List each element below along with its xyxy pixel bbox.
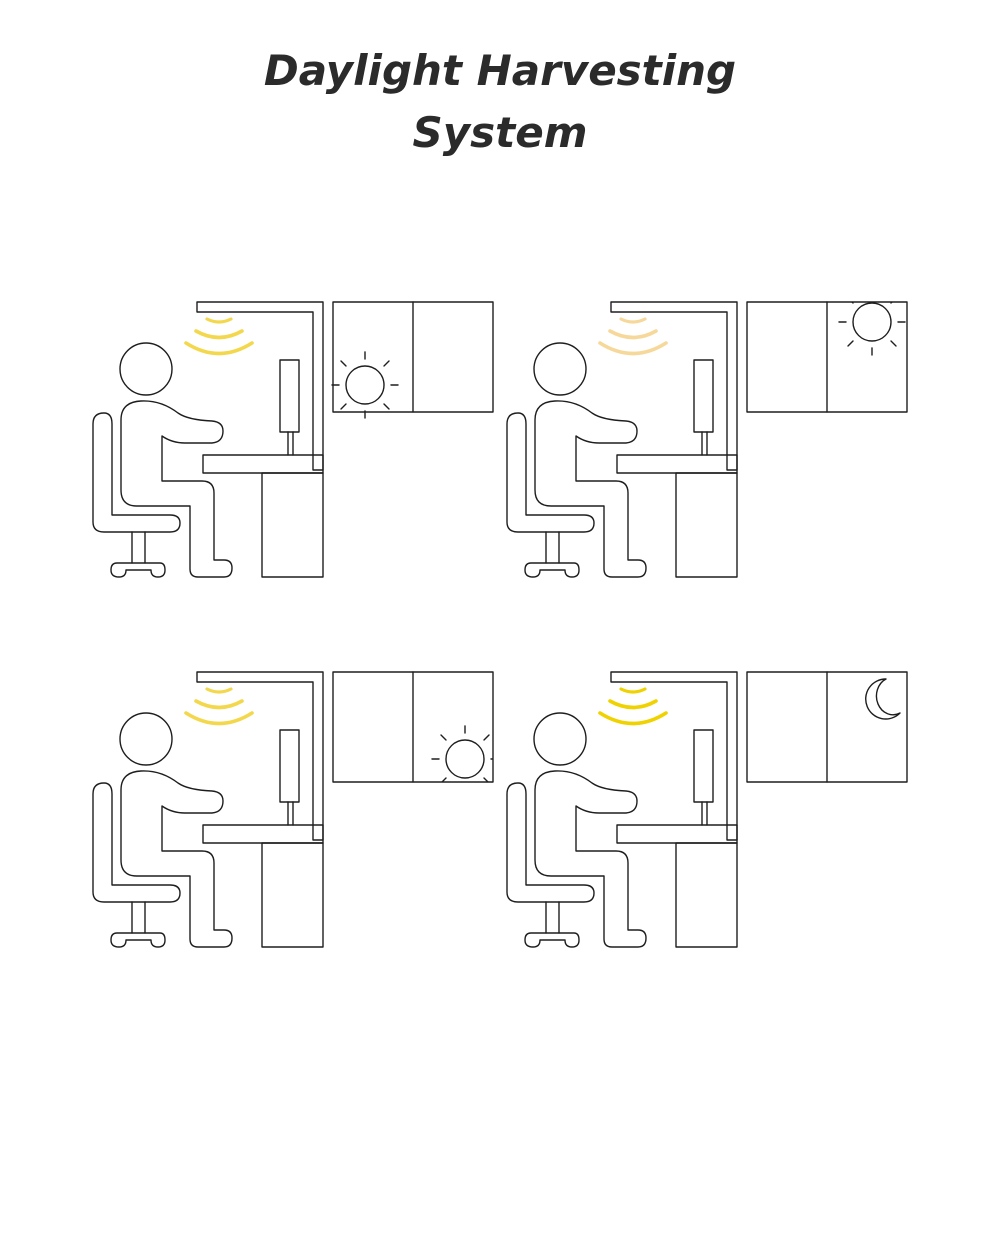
sun-icon: [838, 302, 906, 356]
page-title: Daylight Harvesting System: [0, 40, 1000, 164]
lamp-light-waves-icon: [598, 317, 668, 356]
title-line-1: Daylight Harvesting: [263, 46, 737, 95]
lamp-light-waves-icon: [184, 687, 254, 726]
scene-1: [92, 301, 494, 578]
workstation-2: [506, 301, 908, 578]
lamp-light-waves-icon: [598, 687, 668, 726]
moon-icon: [865, 678, 901, 720]
sun-icon: [331, 351, 399, 419]
workstation-3: [92, 671, 494, 948]
lamp-light-waves-icon: [184, 317, 254, 356]
scene-3: [92, 671, 494, 948]
title-line-2: System: [412, 108, 588, 157]
scene-4: [506, 671, 908, 948]
workstation-1: [92, 301, 494, 578]
workstation-4: [506, 671, 908, 948]
scene-2: [506, 301, 908, 578]
